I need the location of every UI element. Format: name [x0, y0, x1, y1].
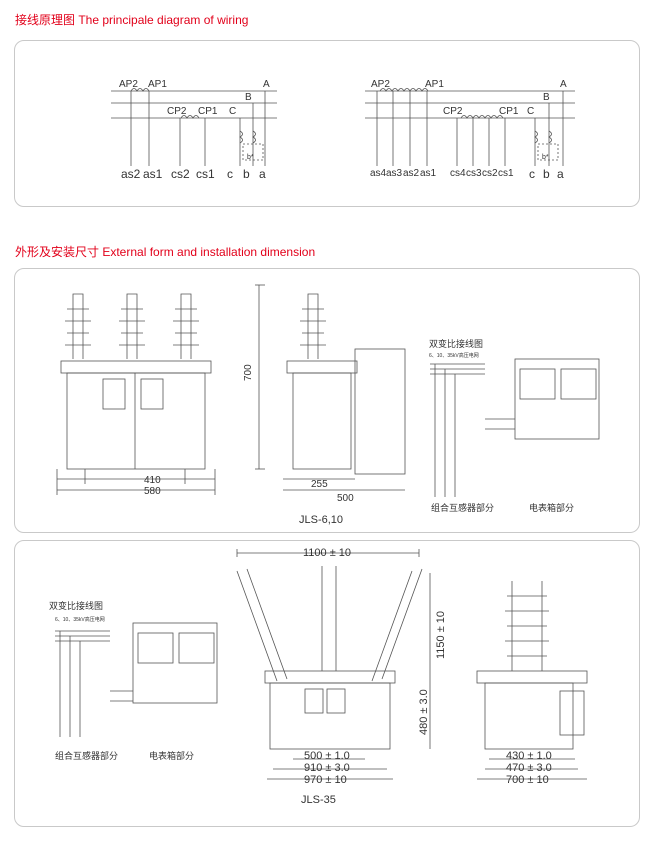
external-heading: 外形及安装尺寸 External form and installation d…: [15, 245, 316, 259]
jls35-scheme-note: 6、10、35kV高压电网: [55, 616, 105, 623]
jls35-caption-ct: 组合互感器部分: [55, 750, 118, 761]
left-ap1-label: AP1: [148, 79, 167, 90]
left-b-sec-label: b: [243, 167, 250, 181]
right-c-sec-label: c: [529, 167, 535, 181]
jls610-dim-700: 700: [243, 364, 254, 381]
left-meter-label: b*: [247, 154, 254, 161]
left-cs2-label: cs2: [171, 167, 190, 181]
right-a-sec-label: a: [557, 167, 564, 181]
jls35-dim-1100: 1100 ± 10: [303, 547, 351, 559]
jls35-dim-500: 500 ± 1.0: [304, 750, 350, 762]
wiring-diagrams: AP2 AP1 A B CP2 CP1 C b* as2 as1 cs2 cs1…: [111, 79, 575, 181]
jls35-dim-430: 430 ± 1.0: [506, 750, 552, 762]
left-as1-label: as1: [143, 167, 163, 181]
right-cs4-label: cs4: [450, 168, 466, 179]
jls610-model-label: JLS-6,10: [299, 514, 343, 526]
right-as1-label: as1: [420, 168, 437, 179]
jls35-drawings: 双变比接线图 6、10、35kV高压电网 组合互感器部分 电表箱部分 1100 …: [49, 547, 588, 806]
right-cs1-label: cs1: [498, 168, 514, 179]
jls35-dim-480: 480 ± 3.0: [418, 689, 430, 735]
left-a-label: A: [263, 79, 270, 90]
left-cs1-label: cs1: [196, 167, 215, 181]
left-a-sec-label: a: [259, 167, 266, 181]
jls610-caption-meter: 电表箱部分: [529, 502, 574, 513]
jls610-scheme-title: 双变比接线图: [429, 338, 483, 349]
jls610-panel: 410 580 700 255 500 JLS-6,10 双变比接线图 6、10…: [14, 268, 640, 533]
wiring-panel: AP2 AP1 A B CP2 CP1 C b* as2 as1 cs2 cs1…: [14, 40, 640, 207]
right-as3-label: as3: [386, 168, 403, 179]
right-as4-label: as4: [370, 168, 387, 179]
right-b-label: B: [543, 92, 550, 103]
jls35-model-label: JLS-35: [301, 794, 336, 806]
left-ap2-label: AP2: [119, 79, 138, 90]
jls35-dim-910: 910 ± 3.0: [304, 762, 350, 774]
right-meter-label: b*: [542, 154, 549, 161]
jls610-dim-255: 255: [311, 479, 328, 490]
jls610-dim-580: 580: [144, 486, 161, 497]
left-c-label: C: [229, 106, 236, 117]
jls35-panel: 双变比接线图 6、10、35kV高压电网 组合互感器部分 电表箱部分 1100 …: [14, 540, 640, 827]
jls35-dim-700: 700 ± 10: [506, 774, 549, 786]
jls610-drawings: 410 580 700 255 500 JLS-6,10 双变比接线图 6、10…: [56, 284, 600, 526]
left-c-sec-label: c: [227, 167, 233, 181]
jls35-dim-470: 470 ± 3.0: [506, 762, 552, 774]
right-cp2-label: CP2: [443, 106, 463, 117]
jls610-scheme-note: 6、10、35kV高压电网: [429, 352, 479, 359]
right-a-label: A: [560, 79, 567, 90]
left-as2-label: as2: [121, 167, 141, 181]
right-c-label: C: [527, 106, 534, 117]
left-cp1-label: CP1: [198, 106, 218, 117]
right-as2-label: as2: [403, 168, 420, 179]
right-cs3-label: cs3: [466, 168, 482, 179]
jls35-scheme-title: 双变比接线图: [49, 600, 103, 611]
left-b-label: B: [245, 92, 252, 103]
right-cp1-label: CP1: [499, 106, 519, 117]
right-cs2-label: cs2: [482, 168, 498, 179]
jls35-caption-meter: 电表箱部分: [149, 750, 194, 761]
jls35-dim-970: 970 ± 10: [304, 774, 347, 786]
jls610-dim-500: 500: [337, 493, 354, 504]
jls35-dim-1150: 1150 ± 10: [435, 611, 447, 659]
left-cp2-label: CP2: [167, 106, 187, 117]
right-ap2-label: AP2: [371, 79, 390, 90]
wiring-heading: 接线原理图 The principale diagram of wiring: [15, 13, 249, 27]
jls610-caption-ct: 组合互感器部分: [431, 502, 494, 513]
jls610-dim-410: 410: [144, 475, 161, 486]
right-b-sec-label: b: [543, 167, 550, 181]
right-ap1-label: AP1: [425, 79, 444, 90]
